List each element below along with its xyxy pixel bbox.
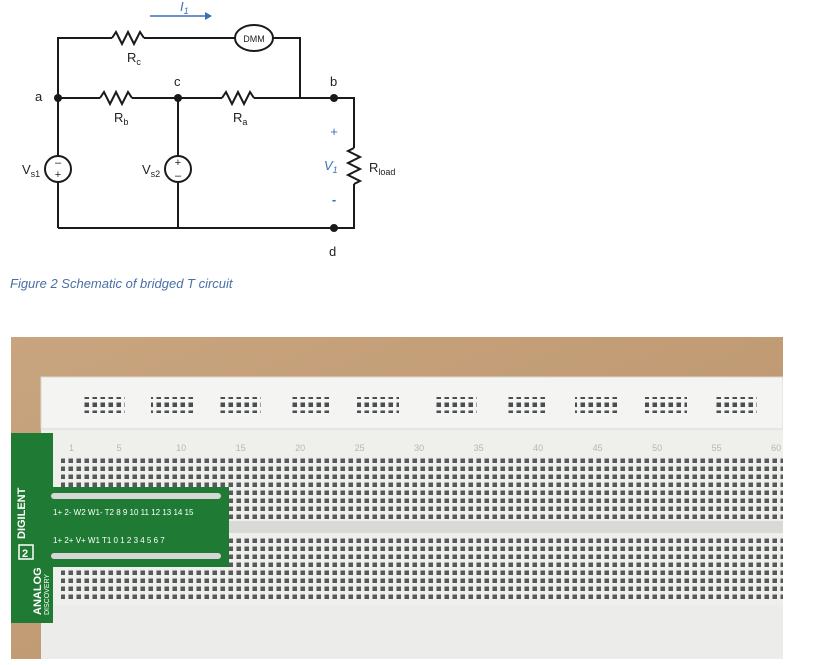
node-b-label: b bbox=[330, 74, 337, 89]
pcb-bottom-pins: 1+ 2+ V+ W1 T1 0 1 2 3 4 5 6 7 bbox=[53, 536, 165, 545]
resistor-rb bbox=[99, 89, 133, 107]
node-c-dot bbox=[174, 94, 182, 102]
column-number: 45 bbox=[593, 443, 603, 453]
wire-rload-bottom bbox=[58, 184, 355, 229]
source-vs2-minus: – bbox=[175, 170, 182, 182]
source-vs1-plus: + bbox=[55, 169, 61, 181]
column-number: 30 bbox=[414, 443, 424, 453]
vs2-label: Vs2 bbox=[142, 162, 160, 179]
rail-holes-top bbox=[83, 397, 757, 413]
column-number: 35 bbox=[474, 443, 484, 453]
source-vs2 bbox=[164, 155, 192, 183]
node-a-dot bbox=[54, 94, 62, 102]
column-number: 60 bbox=[771, 443, 781, 453]
current-label: I1 bbox=[180, 0, 189, 16]
source-vs1 bbox=[44, 155, 72, 183]
pcb-brand: DIGILENT bbox=[16, 487, 28, 539]
node-a-label: a bbox=[35, 89, 43, 104]
node-c-label: c bbox=[174, 74, 181, 89]
dmm-meter bbox=[234, 24, 274, 52]
wire-dmm-b bbox=[272, 37, 301, 98]
pcb-name2: DISCOVERY bbox=[44, 574, 51, 615]
resistor-rc bbox=[111, 29, 145, 47]
v1-plus: + bbox=[330, 124, 338, 139]
column-number: 1 bbox=[69, 443, 74, 453]
v1-label: V1 bbox=[324, 158, 338, 175]
column-number: 5 bbox=[117, 443, 122, 453]
pcb-top-pins: 1+ 2- W2 W1- T2 8 9 10 11 12 13 14 15 bbox=[53, 508, 194, 517]
v1-minus: - bbox=[332, 192, 336, 207]
column-number: 50 bbox=[652, 443, 662, 453]
resistor-ra bbox=[221, 89, 255, 107]
rload-label: Rload bbox=[369, 160, 395, 177]
column-number: 15 bbox=[236, 443, 246, 453]
pcb-number: 2 bbox=[22, 548, 28, 560]
source-vs1-minus: – bbox=[55, 157, 62, 169]
analog-discovery-adapter: 1+ 2- W2 W1- T2 8 9 10 11 12 13 14 15 1+… bbox=[11, 433, 229, 623]
rc-label: Rc bbox=[127, 50, 141, 67]
figure-caption: Figure 2 Schematic of bridged T circuit bbox=[10, 276, 233, 291]
source-vs2-plus: + bbox=[175, 157, 181, 169]
wire-ra-b bbox=[254, 97, 355, 148]
rb-label: Rb bbox=[114, 110, 128, 127]
ra-label: Ra bbox=[233, 110, 247, 127]
column-number: 55 bbox=[712, 443, 722, 453]
current-arrow bbox=[150, 12, 212, 20]
node-b-dot bbox=[330, 94, 338, 102]
column-number: 40 bbox=[533, 443, 543, 453]
bridged-t-schematic: DMM I1 – + + – Rc Rb Ra Rload a c b d Vs… bbox=[22, 0, 395, 259]
wire-top bbox=[57, 37, 112, 98]
pcb-name: ANALOG bbox=[32, 567, 44, 615]
column-number: 10 bbox=[176, 443, 186, 453]
dmm-label: DMM bbox=[243, 34, 265, 44]
node-d-label: d bbox=[329, 244, 336, 259]
column-number: 20 bbox=[295, 443, 305, 453]
column-number: 25 bbox=[355, 443, 365, 453]
breadboard-rail-bottom bbox=[41, 605, 783, 659]
resistor-rload bbox=[345, 147, 363, 185]
vs1-label: Vs1 bbox=[22, 162, 40, 179]
node-d-dot bbox=[330, 224, 338, 232]
